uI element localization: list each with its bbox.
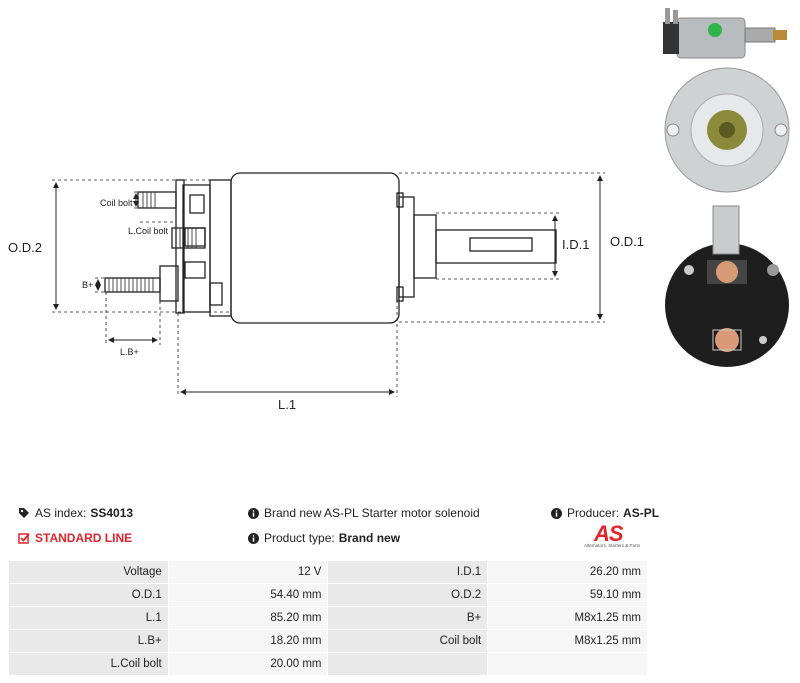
product-description: Brand new AS-PL Starter motor solenoid (248, 506, 480, 520)
spec-value: 59.10 mm (487, 583, 648, 607)
product-type: Product type: Brand new (248, 531, 400, 545)
spec-value (487, 652, 648, 676)
checkbox-icon (18, 533, 30, 544)
spec-value: 26.20 mm (487, 560, 648, 584)
id1-label: I.D.1 (562, 237, 589, 252)
spec-value: 20.00 mm (167, 652, 329, 676)
spec-value: 85.20 mm (167, 606, 329, 630)
info-icon (248, 532, 259, 544)
spec-value: M8x1.25 mm (487, 629, 648, 653)
tag-icon (19, 508, 29, 518)
spec-label: L.B+ (8, 629, 169, 653)
spec-label: O.D.1 (8, 583, 169, 607)
l1-label: L.1 (278, 397, 296, 412)
spec-label: L.1 (8, 606, 169, 630)
description-text: Brand new AS-PL Starter motor solenoid (264, 506, 480, 520)
logo-subtext: Alternators, Starters & Parts (584, 543, 641, 548)
info-icon (248, 507, 259, 519)
solenoid-dimension-drawing: O.D.2 O.D.1 I.D.1 L.1 Coil bolt L.Coil b… (8, 172, 644, 412)
standard-line: STANDARD LINE (18, 531, 132, 545)
spec-value: 18.20 mm (167, 629, 329, 653)
as-index-label: AS index: (35, 506, 87, 520)
l-b-plus-label: L.B+ (120, 347, 139, 357)
b-plus-label: B+ (82, 280, 93, 290)
spec-label: Coil bolt (327, 629, 489, 653)
end-view-photo (664, 67, 790, 193)
producer: Producer: AS-PL (551, 506, 659, 520)
info-icon (551, 507, 562, 519)
spec-label: L.Coil bolt (8, 652, 169, 676)
logo-mark: AS (594, 521, 624, 546)
spec-value: 12 V (167, 560, 329, 584)
product-type-label: Product type: (264, 531, 335, 545)
terminal-view-photo (665, 205, 789, 367)
od2-label: O.D.2 (8, 240, 42, 255)
product-photos (663, 8, 790, 367)
as-index: AS index: SS4013 (18, 506, 133, 520)
spec-value: 54.40 mm (167, 583, 329, 607)
spec-value: M8x1.25 mm (487, 606, 648, 630)
coil-bolt-label: Coil bolt (100, 198, 133, 208)
side-view-photo (663, 8, 787, 59)
as-index-value: SS4013 (90, 506, 134, 520)
producer-value: AS-PL (623, 506, 660, 520)
as-pl-logo: AS Alternators, Starters & Parts (584, 521, 650, 551)
spec-label (327, 652, 489, 676)
spec-label: Voltage (8, 560, 169, 584)
od1-label: O.D.1 (610, 234, 644, 249)
l-coil-bolt-label: L.Coil bolt (128, 226, 169, 236)
producer-label: Producer: (567, 506, 620, 520)
spec-label: O.D.2 (327, 583, 489, 607)
spec-label: I.D.1 (327, 560, 489, 584)
standard-line-label: STANDARD LINE (35, 531, 133, 545)
product-type-value: Brand new (338, 531, 401, 545)
spec-label: B+ (327, 606, 489, 630)
